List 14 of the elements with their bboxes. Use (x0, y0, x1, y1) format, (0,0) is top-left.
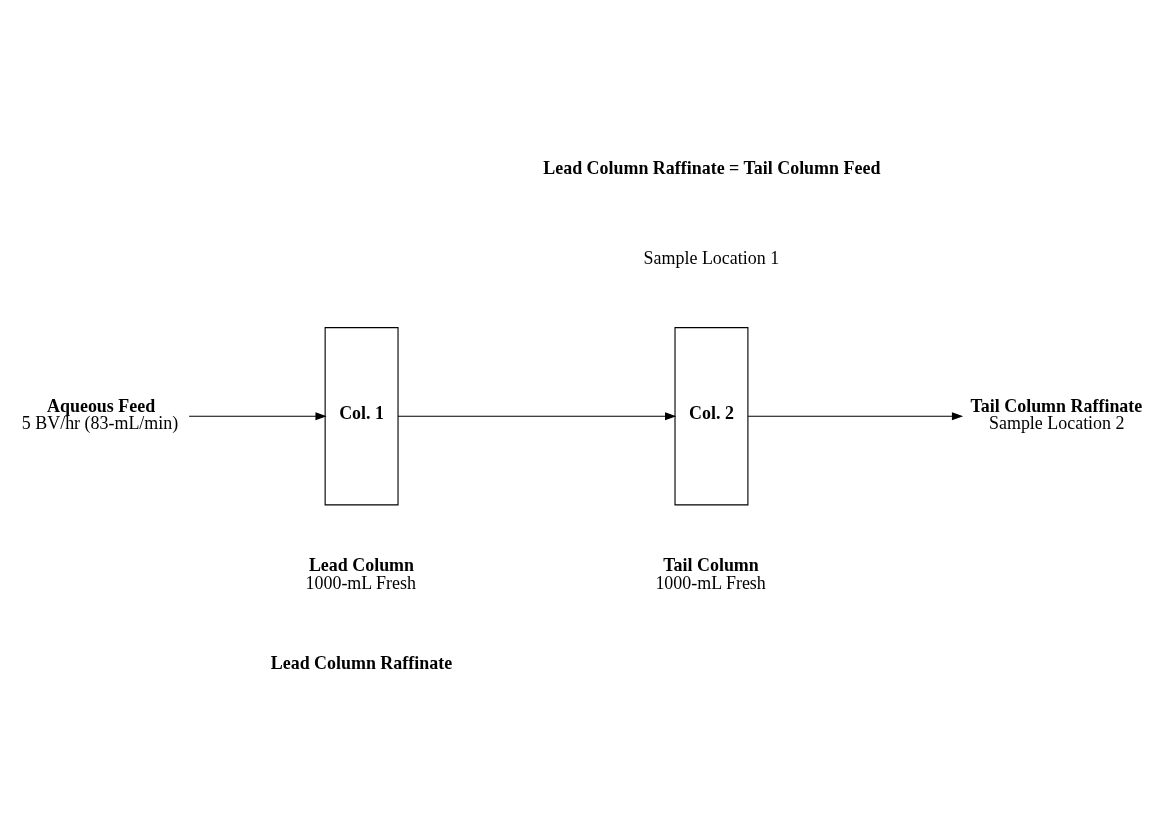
node-label: 1000-mL Fresh (655, 572, 766, 593)
node-box: Col. 1 (324, 327, 399, 506)
arrow (397, 412, 677, 421)
node-text: Tail Column Raffinate Sample Location 2 (970, 395, 1143, 434)
label: Sample Location 1 (643, 247, 780, 268)
node-label: Lead Column (308, 554, 415, 575)
label: Lead Column Raffinate = Tail Column Feed (543, 157, 881, 178)
node-box: Col. 2 (674, 327, 749, 506)
node-label: Tail Column (663, 554, 759, 575)
node-text: Aqueous Feed 5 BV/hr (83-mL/min) (21, 395, 179, 434)
arrow (188, 412, 327, 421)
label: Lead Column Raffinate (270, 653, 453, 674)
node-label: 1000-mL Fresh (305, 572, 416, 593)
arrow (747, 412, 964, 421)
